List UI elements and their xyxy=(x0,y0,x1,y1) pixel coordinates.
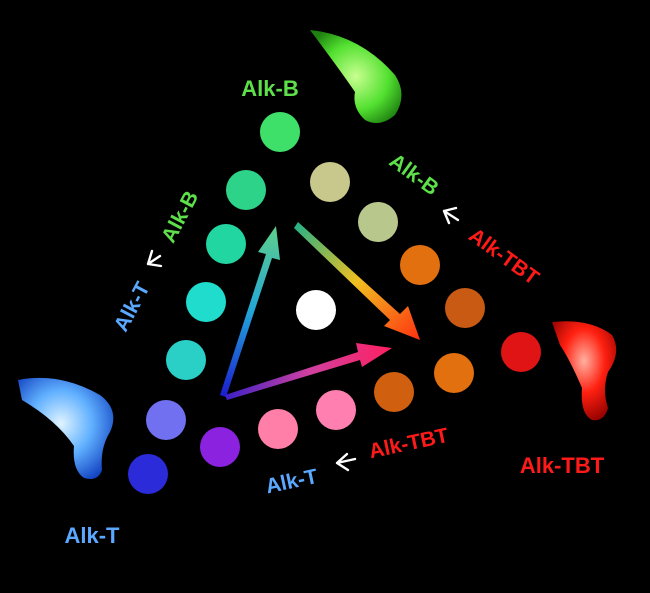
left-edge-dot-5 xyxy=(206,224,246,264)
left-edge-dot-4 xyxy=(186,282,226,322)
bottom-edge-dot-3 xyxy=(316,390,356,430)
bottom-edge-dot-1 xyxy=(200,427,240,467)
bottom-edge-white-arrow xyxy=(335,452,357,472)
label-bottom-edge-alk-t: Alk-T xyxy=(264,465,320,498)
right-edge-dot-4 xyxy=(358,202,398,242)
blue-sample-blob xyxy=(18,377,114,479)
green-sample-blob xyxy=(310,30,402,124)
arrow-to-alk-b xyxy=(220,226,280,397)
bottom-edge-dot-2 xyxy=(258,409,298,449)
emission-dots xyxy=(128,112,541,494)
left-edge-dot-7 xyxy=(260,112,300,152)
right-edge-white-arrow xyxy=(442,206,460,225)
bottom-edge-dot-4 xyxy=(374,372,414,412)
left-edge-dot-2 xyxy=(146,400,186,440)
center-white-dot xyxy=(296,290,336,330)
label-bottom-edge-alk-tbt: Alk-TBT xyxy=(367,424,451,463)
label-right-edge-alk-tbt: Alk-TBT xyxy=(464,224,543,290)
red-sample-blob xyxy=(552,321,617,421)
left-edge-dot-3 xyxy=(166,340,206,380)
bottom-edge-dot-5 xyxy=(434,353,474,393)
left-edge-dot-1 xyxy=(128,454,168,494)
arrow-to-alk-tbt xyxy=(225,343,392,400)
left-edge-white-arrow xyxy=(146,249,163,268)
label-left-edge-alk-t: Alk-T xyxy=(110,278,155,335)
label-vertex-alk-b: Alk-B xyxy=(241,76,298,101)
right-edge-dot-2 xyxy=(445,288,485,328)
right-edge-dot-5 xyxy=(310,162,350,202)
label-right-edge-alk-b: Alk-B xyxy=(385,149,443,200)
label-vertex-alk-tbt: Alk-TBT xyxy=(520,453,605,478)
left-edge-dot-6 xyxy=(226,170,266,210)
label-vertex-alk-t: Alk-T xyxy=(65,523,121,548)
right-edge-dot-1 xyxy=(501,332,541,372)
right-edge-dot-3 xyxy=(400,245,440,285)
arrow-to-alk-tbt-diagonal xyxy=(294,222,420,340)
label-left-edge-alk-b: Alk-B xyxy=(157,187,203,246)
